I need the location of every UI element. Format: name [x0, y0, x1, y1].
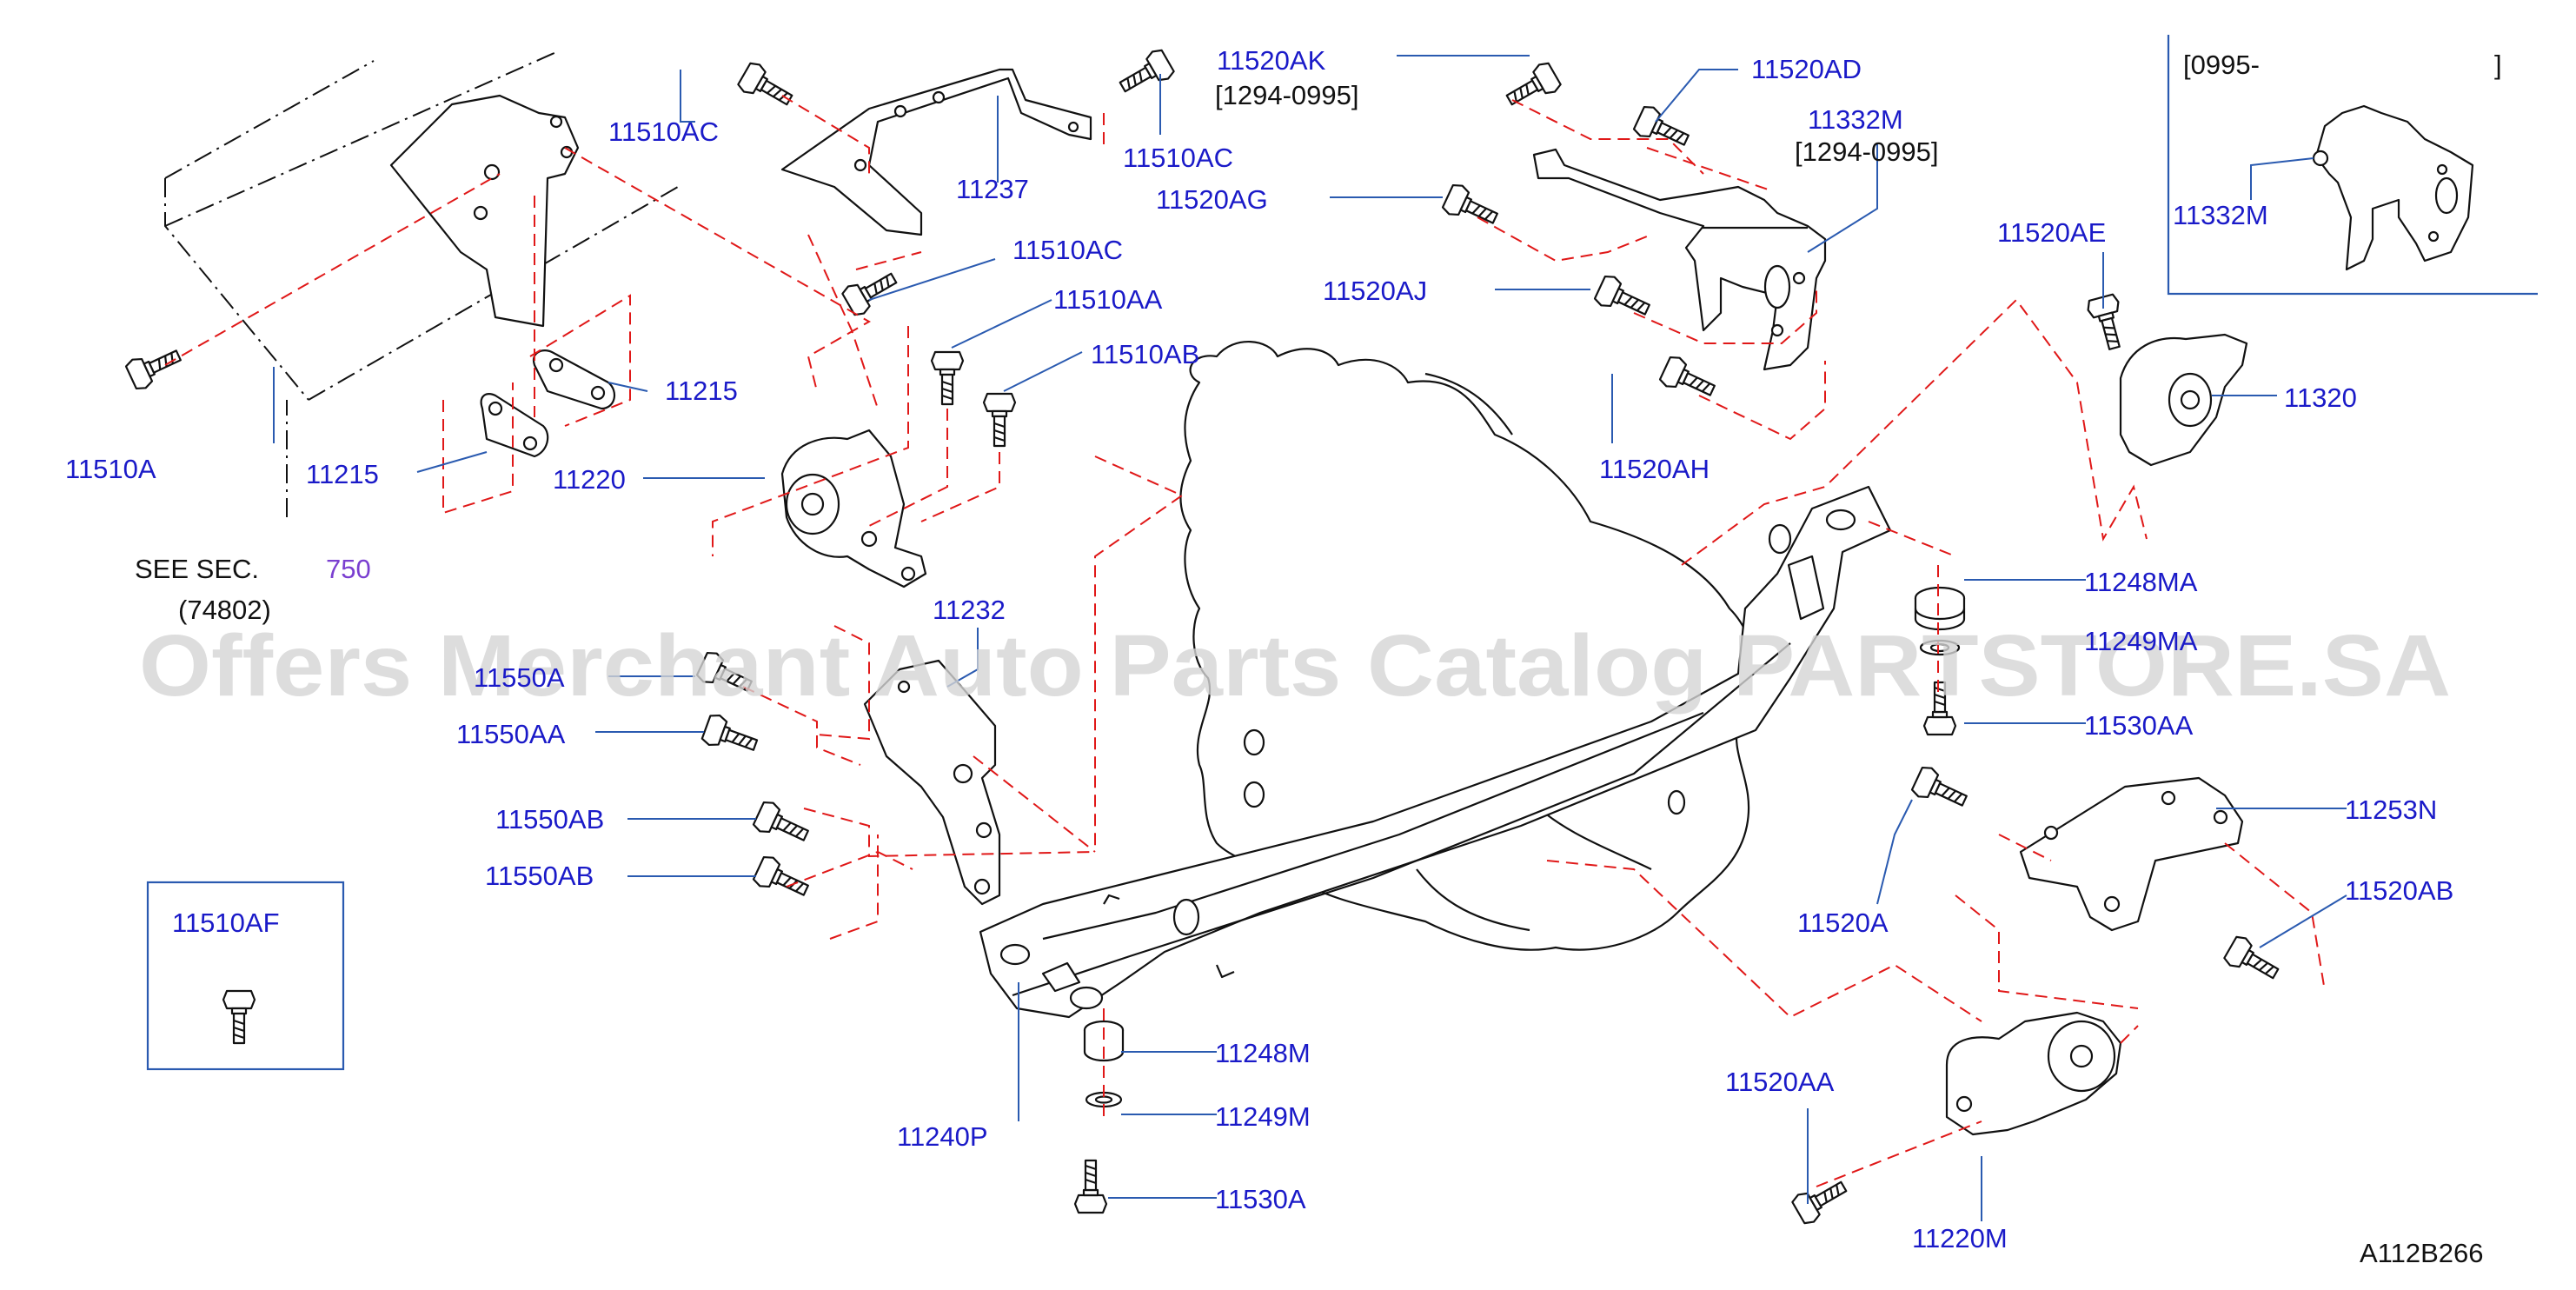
label-11530AA: 11530AA — [2084, 710, 2194, 741]
bolt-11520AB — [2221, 933, 2285, 988]
label-11215-right: 11215 — [665, 376, 738, 406]
bracket-11232-drawing — [863, 659, 1001, 906]
bolt-11550AA — [700, 711, 762, 761]
label-11332M: 11332M — [1808, 104, 1903, 135]
label-section-ref-74802: (74802) — [178, 595, 271, 625]
label-11510AC-upper-left: 11510AC — [608, 116, 719, 147]
label-11520AE: 11520AE — [1997, 217, 2106, 248]
label-11248MA: 11248MA — [2084, 567, 2198, 597]
bracket-11332M-drawing — [1532, 148, 1827, 371]
label-11248M: 11248M — [1215, 1038, 1311, 1068]
label-11232: 11232 — [933, 595, 1006, 625]
label-11550AB-lower: 11550AB — [485, 861, 594, 891]
label-inset-bracket-close: ] — [2494, 50, 2502, 80]
label-11520AH: 11520AH — [1599, 454, 1710, 484]
label-11220M: 11220M — [1912, 1223, 2008, 1253]
bolt-11510AB — [982, 392, 1017, 448]
bushing-11248MA-drawing — [1914, 586, 1966, 631]
inset-box-11510AF — [146, 881, 345, 1071]
upper-left-bracket-drawing — [389, 94, 580, 328]
mount-11220-drawing — [780, 429, 927, 588]
bracket-11237-drawing — [780, 68, 1092, 236]
watermark: Offers Merchant Auto Parts Catalog PARTS… — [139, 617, 2451, 715]
label-11249M: 11249M — [1215, 1101, 1311, 1132]
label-11550AA: 11550AA — [456, 719, 566, 749]
plate-11215-drawing — [480, 349, 616, 458]
label-11320: 11320 — [2284, 382, 2357, 413]
bolt-11520AJ — [1592, 272, 1656, 325]
washer-11249MA-drawing — [1919, 639, 1961, 656]
bolt-11520AA — [1789, 1172, 1853, 1227]
label-11510AC-upper-right: 11510AC — [1123, 143, 1233, 173]
label-11510AC-middle: 11510AC — [1012, 235, 1123, 265]
bolt-11510AC-right — [1113, 46, 1177, 102]
body-reference-outline — [164, 51, 679, 517]
label-11520AD: 11520AD — [1751, 54, 1862, 84]
label-11249MA: 11249MA — [2084, 626, 2198, 656]
label-date-range-11332M: [1294-0995] — [1795, 136, 1938, 167]
label-section-750: 750 — [326, 554, 371, 584]
bolt-11520AG — [1440, 181, 1504, 234]
assembly-dashed-lines — [164, 95, 2326, 1187]
inset-frame-0995 — [2167, 35, 2538, 296]
label-11240P: 11240P — [897, 1121, 988, 1152]
label-see-sec: SEE SEC. — [135, 554, 259, 584]
label-11520AB: 11520AB — [2345, 875, 2453, 906]
label-11510AB: 11510AB — [1091, 339, 1199, 369]
bolt-11510AF — [222, 989, 256, 1045]
bolt-11510AA — [930, 350, 965, 406]
bolt-11510A — [123, 340, 187, 393]
bracket-11253N-drawing — [2019, 776, 2244, 932]
label-11550AB-upper: 11550AB — [495, 804, 604, 835]
bolt-11520AE — [2084, 292, 2131, 354]
label-11520AG: 11520AG — [1156, 184, 1268, 215]
label-11510A: 11510A — [65, 454, 156, 484]
label-11237: 11237 — [956, 174, 1029, 204]
label-11215-left: 11215 — [306, 459, 379, 489]
label-11520A: 11520A — [1797, 908, 1889, 938]
part-labels: 11510AC 11237 11510AC 11520AK [1294-0995… — [65, 45, 2502, 1268]
label-11220: 11220 — [553, 464, 626, 495]
label-11253N: 11253N — [2345, 795, 2437, 825]
mount-11220M-drawing — [1945, 1011, 2122, 1136]
bolt-11520AD — [1631, 103, 1695, 156]
label-11510AF: 11510AF — [172, 908, 280, 938]
label-11520AJ: 11520AJ — [1323, 276, 1427, 306]
bolt-11520AK — [1500, 59, 1564, 115]
mount-11320-drawing — [2119, 333, 2248, 467]
label-11332M-inset: 11332M — [2173, 200, 2268, 230]
bolt-11530A — [1073, 1159, 1108, 1214]
diagram-code: A112B266 — [2360, 1238, 2484, 1268]
label-11550A: 11550A — [474, 662, 565, 693]
bolt-11550AB-upper — [751, 798, 814, 851]
bolt-11520A — [1909, 763, 1973, 816]
bolt-11510AC-upper — [735, 59, 799, 115]
label-date-range-11520AK: [1294-0995] — [1215, 80, 1358, 110]
bolt-11550AB-lower — [751, 853, 814, 906]
label-11510AA: 11510AA — [1053, 284, 1163, 315]
bolt-11520AH — [1657, 353, 1721, 406]
label-11530A: 11530A — [1215, 1184, 1306, 1214]
crossmember-11240P-drawing — [979, 485, 1892, 1019]
label-inset-date-range: [0995- — [2183, 50, 2260, 80]
leader-lines — [273, 55, 2347, 1221]
label-11520AA: 11520AA — [1725, 1067, 1835, 1097]
inset-bracket-drawing — [2312, 104, 2474, 271]
engine-block-drawing — [1179, 341, 1755, 951]
label-11520AK: 11520AK — [1217, 45, 1326, 76]
